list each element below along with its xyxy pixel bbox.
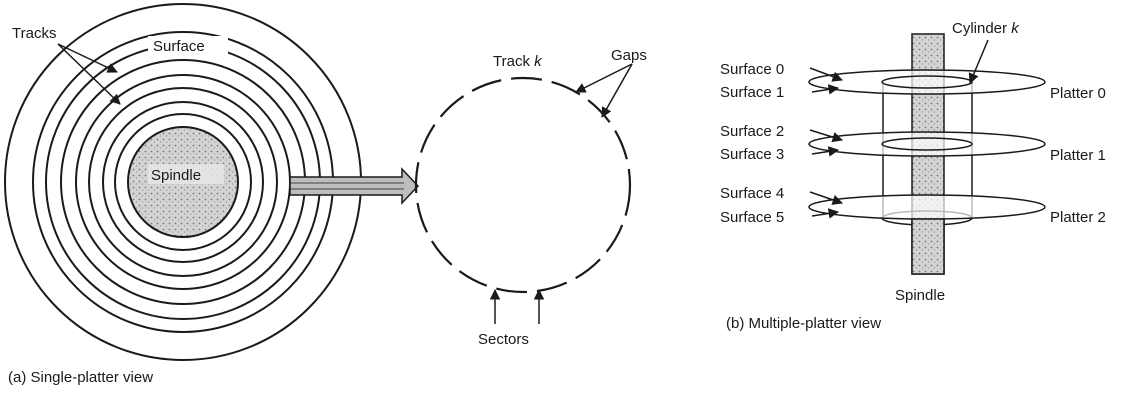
surface-2-label: Surface 2 [720, 123, 784, 140]
track-k-circle [414, 76, 632, 294]
surface-2-arrow [809, 129, 844, 143]
track-view: Track k Gaps Sectors [414, 47, 647, 348]
gaps-label: Gaps [611, 47, 647, 64]
tracks-arrow [57, 43, 121, 105]
cylinder-arrow [968, 39, 989, 84]
zoom-arrow [289, 167, 420, 205]
platter-1 [808, 131, 1046, 157]
platter-2-label: Platter 2 [1050, 209, 1106, 226]
caption-single-platter: (a) Single-platter view [8, 369, 153, 386]
platter-1-label: Platter 1 [1050, 147, 1106, 164]
surface-0-arrow [809, 67, 843, 82]
surface-1-label: Surface 1 [720, 84, 784, 101]
tracks-label: Tracks [12, 25, 56, 42]
surface-4-label: Surface 4 [720, 185, 784, 202]
cylinder-k-label: Cylinder k [952, 20, 1020, 37]
surface-3-label: Surface 3 [720, 146, 784, 163]
platter-0-label: Platter 0 [1050, 85, 1106, 102]
spindle-label: Spindle [895, 287, 945, 304]
surface-0-label: Surface 0 [720, 61, 784, 78]
surface-5-label: Surface 5 [720, 209, 784, 226]
spindle-label: Spindle [151, 167, 201, 184]
platter-2 [808, 194, 1046, 220]
track-k-label: Track k [493, 53, 543, 70]
platter-0 [808, 69, 1046, 95]
sectors-label: Sectors [478, 331, 529, 348]
surface-label: Surface [153, 38, 205, 55]
track-ring [114, 113, 252, 251]
track-ring [102, 101, 264, 263]
cylinder-ring [881, 137, 973, 151]
surface-3-arrow [811, 146, 840, 157]
single-platter-view: Tracks Surface Spindle [4, 3, 362, 361]
gaps-arrow [575, 63, 633, 93]
multi-platter-view: Cylinder k Surface 0 Surface 1 Surface 2… [720, 20, 1106, 304]
surface-5-arrow [811, 208, 840, 219]
spindle-shaft-bottom [911, 218, 945, 275]
caption-multiple-platter: (b) Multiple-platter view [726, 315, 881, 332]
gaps-arrow [601, 63, 633, 118]
track-ring [88, 87, 278, 277]
surface-1-arrow [811, 84, 840, 95]
tracks-arrow [57, 43, 118, 73]
surface-4-arrow [809, 191, 843, 205]
